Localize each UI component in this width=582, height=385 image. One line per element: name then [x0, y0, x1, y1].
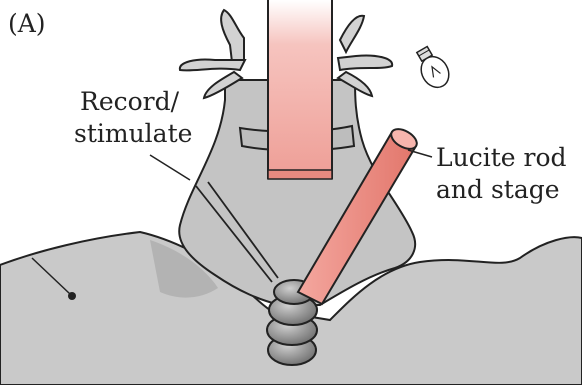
electrode-leader: [150, 155, 190, 180]
rod-label-line1: Lucite rod: [436, 143, 567, 172]
light-beam: [268, 0, 332, 178]
rod-label-line2: and stage: [436, 175, 560, 204]
electrode-label-line2: stimulate: [74, 119, 192, 148]
electrode-label-line1: Record/: [80, 87, 180, 116]
panel-label: (A): [8, 9, 46, 38]
light-bulb-icon: [411, 43, 455, 92]
